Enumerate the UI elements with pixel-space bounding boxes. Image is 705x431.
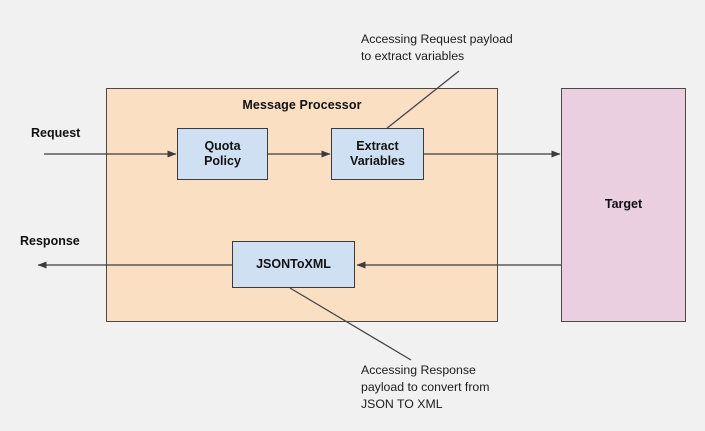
policy-label-line1: Quota xyxy=(204,138,241,153)
annotation-request-payload: Accessing Request payload to extract var… xyxy=(361,32,513,63)
policy-label-extract-variables: Extract Variables xyxy=(350,139,405,170)
flow-label-response: Response xyxy=(20,234,80,248)
target-label: Target xyxy=(604,197,643,212)
policy-label-jsontoxml: JSONToXML xyxy=(256,257,331,272)
policy-box-jsontoxml[interactable]: JSONToXML xyxy=(232,241,355,288)
leader-line-response-note xyxy=(289,287,412,361)
policy-label-quota-policy: Quota Policy xyxy=(204,139,241,170)
policy-label-line1: JSONToXML xyxy=(256,256,331,271)
policy-box-quota-policy[interactable]: Quota Policy xyxy=(177,128,268,180)
policy-box-extract-variables[interactable]: Extract Variables xyxy=(331,128,424,180)
target-box[interactable]: Target xyxy=(561,88,686,322)
message-processor-title: Message Processor xyxy=(242,98,362,112)
policy-label-line2: Policy xyxy=(204,154,241,168)
annotation-response-payload: Accessing Response payload to convert fr… xyxy=(361,363,490,411)
policy-label-line1: Extract xyxy=(356,138,399,153)
leader-line-request-note xyxy=(385,70,460,130)
flow-label-request: Request xyxy=(31,126,81,140)
policy-label-line2: Variables xyxy=(350,154,405,168)
